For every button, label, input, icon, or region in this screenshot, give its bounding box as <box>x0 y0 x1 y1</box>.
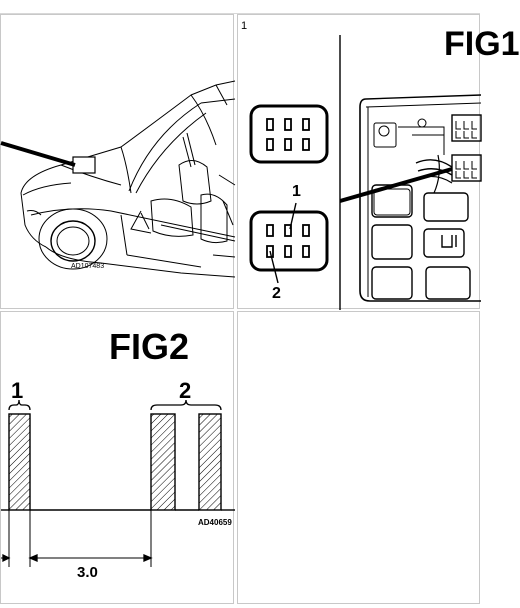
panel-number: 1 <box>241 20 248 32</box>
connector-callout-2: 2 <box>272 285 281 302</box>
top-border-strip <box>0 0 480 14</box>
connector-callout-1: 1 <box>292 183 301 200</box>
connector-top <box>249 104 329 164</box>
pulse-callout-1: 1 <box>11 378 24 403</box>
fig1-leader-line <box>339 167 453 203</box>
brace-1 <box>8 399 31 411</box>
car-illustration-panel: AD107483 <box>0 14 236 309</box>
drawing-code-fig2: AD40659 <box>198 518 232 527</box>
fig2-title: FIG2 <box>109 326 190 367</box>
pulse-1 <box>8 413 31 511</box>
brace-2 <box>150 399 222 411</box>
module-box <box>72 156 96 174</box>
fig1-drawing <box>249 35 482 310</box>
drawing-code-car: AD107483 <box>71 263 105 270</box>
car-drawing <box>0 80 236 278</box>
pulse-2b <box>198 413 222 511</box>
dimension-label: 3.0 <box>77 564 98 581</box>
fig1-panel: 1 FIG1 <box>237 14 520 310</box>
pulse-callout-2: 2 <box>179 378 192 403</box>
empty-panel <box>237 311 480 604</box>
connector-bottom <box>249 210 329 272</box>
fig2-panel: FIG2 <box>0 311 235 604</box>
leader-line <box>0 141 76 167</box>
fig2-waveform <box>1 399 235 567</box>
fig1-title: FIG1 <box>444 25 520 63</box>
pulse-2a <box>150 413 176 511</box>
